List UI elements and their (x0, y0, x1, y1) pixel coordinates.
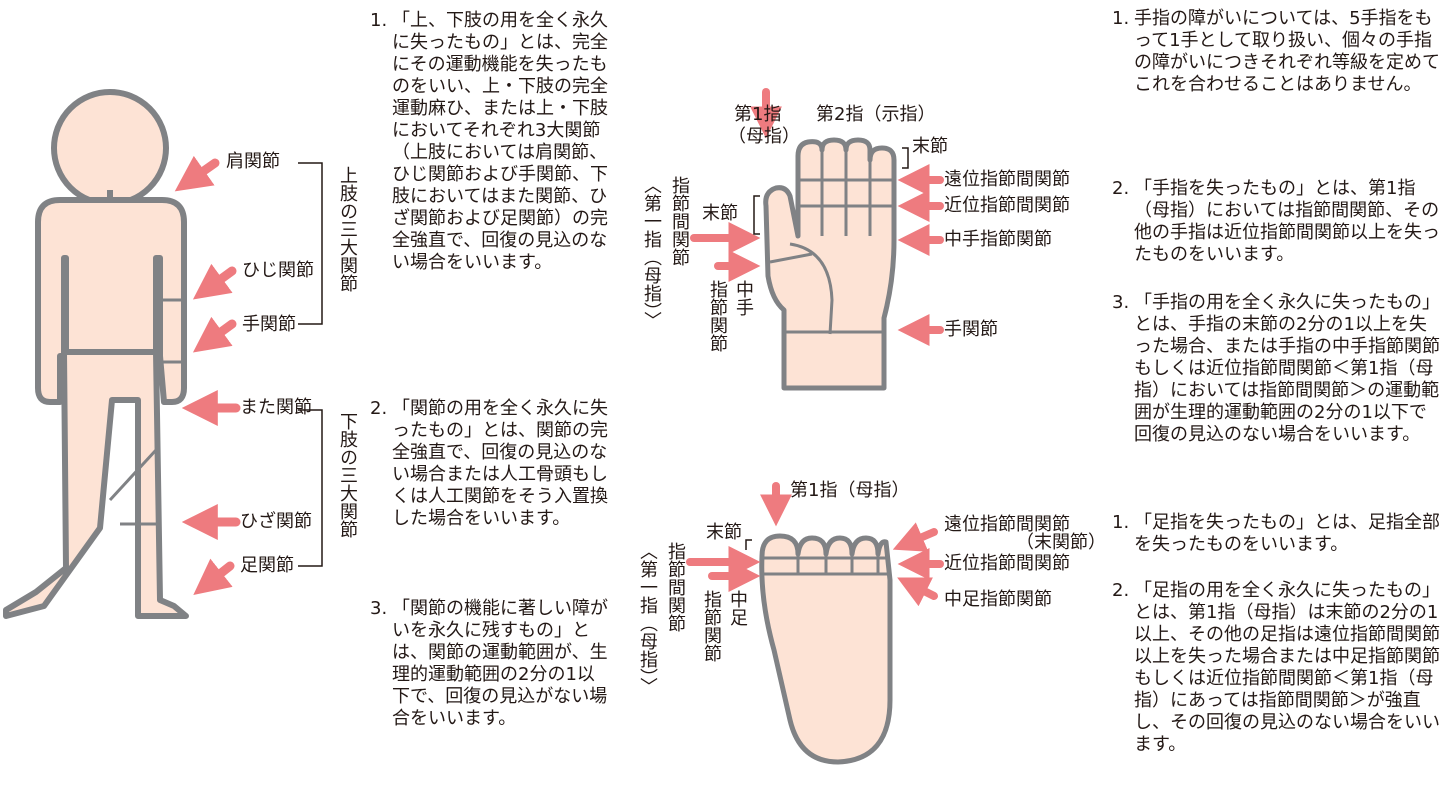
joint-note-3: 3.「関節の機能に著しい障がいを永久に残すもの」とは、関節の運動範囲が、生理的運… (370, 598, 608, 729)
foot-label-mt2: 指節関節 (701, 590, 722, 662)
head (51, 89, 169, 207)
legs (3, 349, 189, 619)
hand-label-wrist: 手関節 (944, 319, 998, 340)
hand-note-2: 2.「手指を失ったもの」とは、第1指（母指）においては指節間関節、その他の手指は… (1112, 178, 1440, 265)
hand-label-thumb: 〈第一指（母指）〉 (641, 176, 662, 329)
label-wrist: 手関節 (242, 314, 296, 335)
foot-label-dip-sub: （末関節） (1016, 532, 1106, 553)
hand-label-finger1-paren: （母指） (728, 126, 800, 147)
foot-label-thumb: 〈第一指（母指）〉 (637, 542, 658, 695)
foot-arrows (686, 482, 944, 607)
hand-label-tip-left: 末節 (702, 203, 738, 224)
label-elbow: ひじ関節 (242, 260, 314, 281)
hand-figure (763, 137, 897, 391)
foot-label-mtp: 中足指節関節 (944, 589, 1052, 610)
hand-label-pip: 近位指節間関節 (944, 195, 1070, 216)
joint-note-2: 2.「関節の用を全く永久に失ったもの」とは、関節の完全強直で、回復の見込のない場… (370, 398, 608, 529)
hand-label-ip: 指節間関節 (669, 176, 690, 266)
hand-note-3: 3.「手指の用を全く永久に失ったもの」とは、手指の末節の2分の1以上を失った場合… (1112, 292, 1440, 445)
label-lower-three: 下肢の三大関節 (337, 412, 358, 538)
hand-label-finger2: 第2指（示指） (816, 104, 936, 125)
foot-label-ip: 指節間関節 (665, 542, 686, 632)
hand-label-dip: 遠位指節間関節 (944, 169, 1070, 190)
foot-note-1: 1.「足指を失ったもの」とは、足指全部を失ったものをいいます。 (1112, 512, 1440, 555)
foot-label-pip: 近位指節間関節 (944, 553, 1070, 574)
hand-label-tip: 末節 (912, 136, 948, 157)
foot-label-mt: 中足 (727, 590, 748, 626)
hand-label-cmp: 中手 (733, 280, 754, 316)
hand-note-1: 1.手指の障がいについては、5手指をもって1手として取り扱い、個々の手指の障がい… (1112, 8, 1440, 95)
body-figure (3, 89, 189, 619)
body-arrows (174, 155, 241, 596)
label-ankle: 足関節 (240, 555, 294, 576)
foot-figure (759, 533, 893, 765)
foot-note-2: 2.「足指の用を全く永久に失ったもの」とは、第1指（母指）は末節の2分の1以上、… (1112, 580, 1440, 755)
label-knee: ひざ関節 (240, 511, 312, 532)
foot-label-finger1: 第1指（母指） (790, 480, 910, 501)
joint-note-1: 1.「上、下肢の用を全く永久に失ったもの」とは、完全にその運動機能を失ったものを… (370, 10, 608, 273)
foot-label-dip: 遠位指節間関節 (944, 514, 1070, 535)
hand-label-cmp2: 指節関節 (707, 280, 728, 352)
label-hip: また関節 (240, 397, 312, 418)
foot-label-tip: 末節 (706, 522, 742, 543)
hand-label-finger1: 第1指 (734, 104, 782, 125)
label-shoulder: 肩関節 (226, 151, 280, 172)
hand-arrows (690, 88, 944, 346)
label-upper-three: 上肢の三大関節 (337, 166, 358, 292)
hand-label-mp: 中手指節関節 (944, 229, 1052, 250)
